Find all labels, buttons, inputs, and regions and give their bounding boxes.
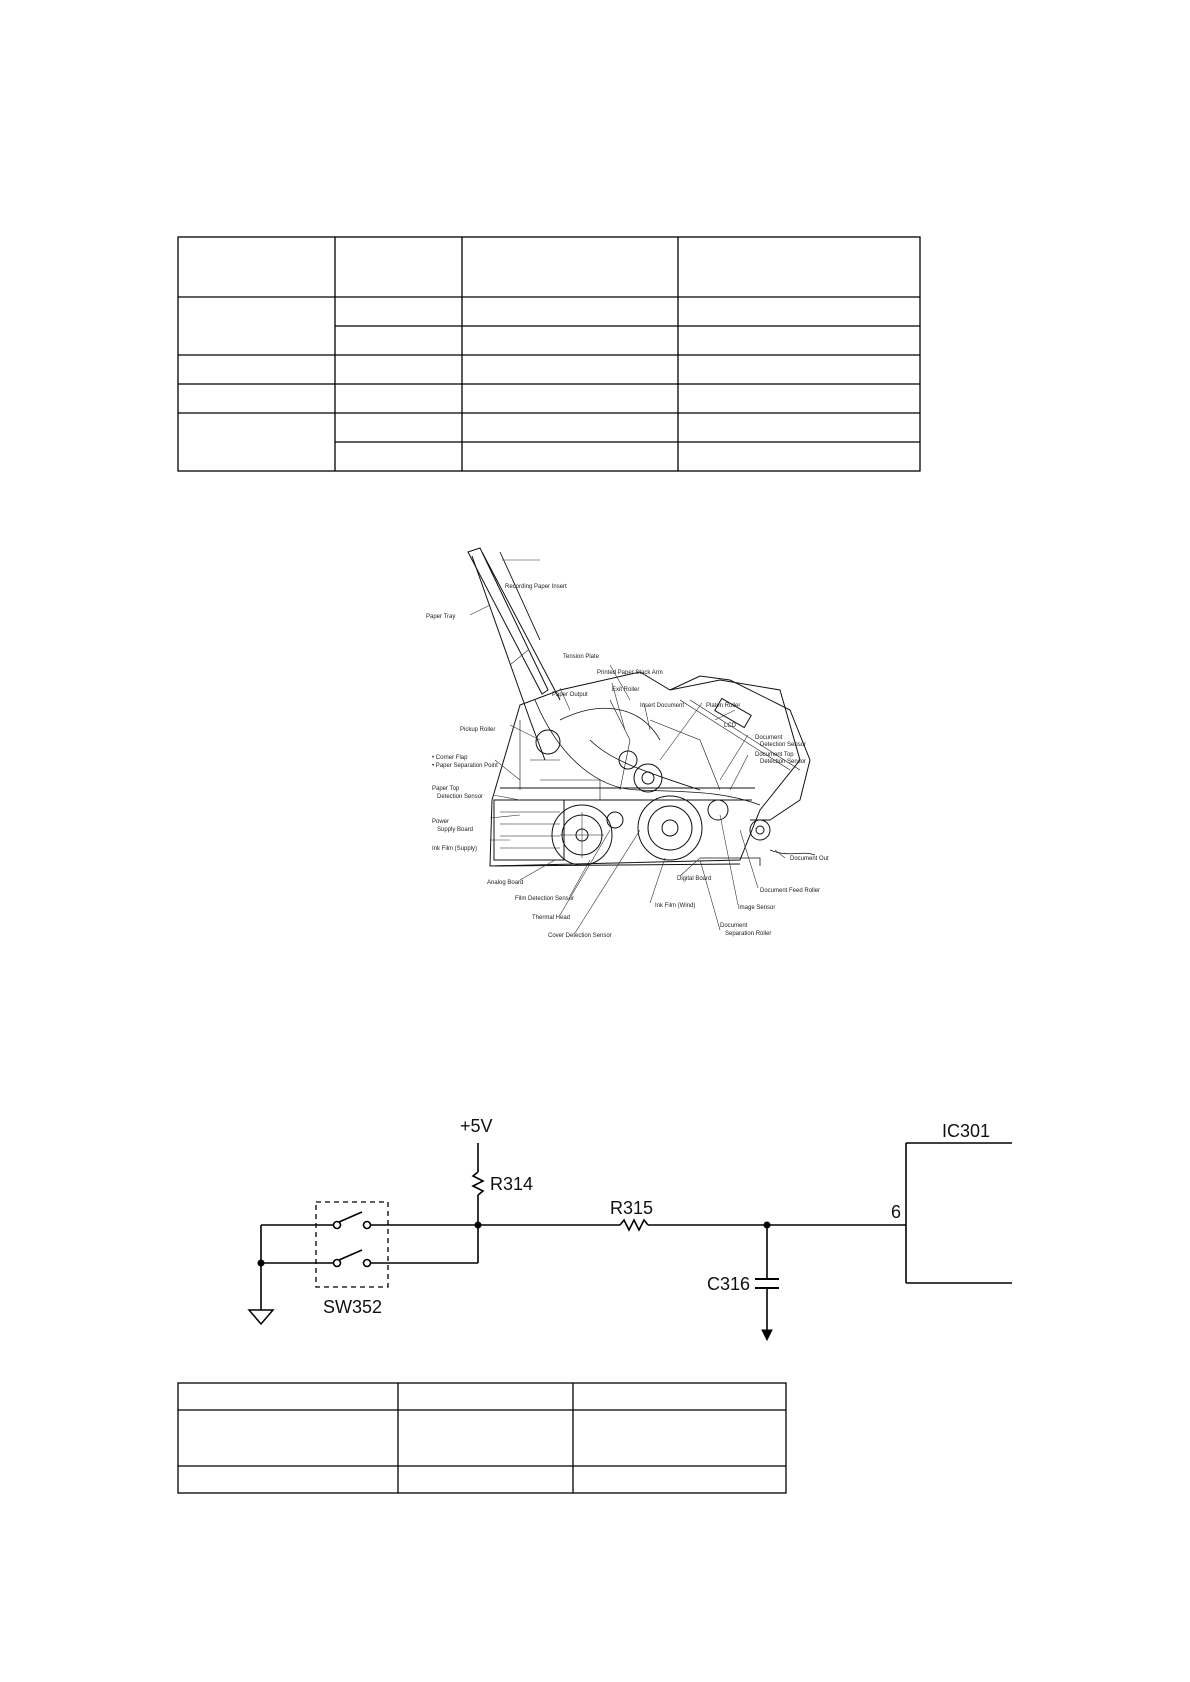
label-document-feed-roller: Document Feed Roller [760,888,820,894]
sw352-label: SW352 [323,1297,382,1317]
document-out-path [769,849,816,856]
switch-state-table [177,1382,787,1494]
label-exit-roller: Exit Roller [612,687,639,693]
label-ink-film-wind: Ink Film (Wind) [655,903,695,909]
label-lcd: LCD [724,723,737,729]
label-document-out: Document Out [790,856,829,862]
lcd-panel [714,697,752,729]
label-tension-plate: Tension Plate [563,654,600,660]
fax-mechanism-diagram: Recording Paper Insert Paper Tray Tensio… [426,547,829,939]
label-thermal-head: Thermal Head [532,915,570,921]
label-insert-document: Insert Document [640,703,684,709]
insert-arrow [499,551,541,641]
label-cover-detection-sensor: Cover Detection Sensor [548,933,612,939]
exit-roller [618,750,638,770]
platen-roller [633,763,663,793]
digital-board [700,857,761,866]
c316-label: C316 [707,1274,750,1294]
label-paper-tray: Paper Tray [426,614,455,620]
label-pickup-roller: Pickup Roller [460,727,495,733]
supply-label: +5V [460,1116,493,1136]
ground-symbol [247,1309,275,1326]
junction-node [474,1221,482,1229]
junction-node [257,1259,265,1267]
paper-tray [467,547,549,695]
label-platen-roller: Platen Roller [706,703,740,709]
document-separation-roller [749,819,771,841]
sensor-table [177,236,921,472]
junction-node [763,1221,771,1229]
label-image-sensor: Image Sensor [738,905,775,911]
document-cover [669,675,811,821]
ink-film-wind-roll [637,795,703,861]
label-analog-board: Analog Board [487,880,523,886]
ic301-label: IC301 [942,1121,990,1141]
label-ink-film-supply: Ink Film (Supply) [432,846,477,852]
label-paper-output: Paper Output [552,692,588,698]
sw352-enclosure [315,1201,389,1288]
label-printed-paper-stack-arm: Printed Paper Stack Arm [597,670,663,676]
thermal-head [606,811,624,829]
label-digital-board: Digital Board [677,876,711,882]
document-feed-roller [707,799,729,821]
r314-resistor [471,1171,485,1196]
down-arrow [761,1329,773,1342]
label-film-detection-sensor: Film Detection Sensor [515,896,574,902]
pickup-roller [535,729,561,755]
pin-number-label: 6 [891,1202,901,1222]
label-corner-flap: • Corner Flap• Paper Separation Point [432,755,498,769]
cabinet-outline [489,671,801,867]
r315-resistor [619,1218,649,1232]
switch-circuit-schematic: +5V R314 R315 SW352 C316 IC301 6 [247,1116,1012,1342]
ink-film-supply-roll [551,804,613,866]
power-supply-board [493,799,565,861]
label-recording-paper-insert: Recording Paper Insert [505,584,567,590]
r314-label: R314 [490,1174,533,1194]
r315-label: R315 [610,1198,653,1218]
